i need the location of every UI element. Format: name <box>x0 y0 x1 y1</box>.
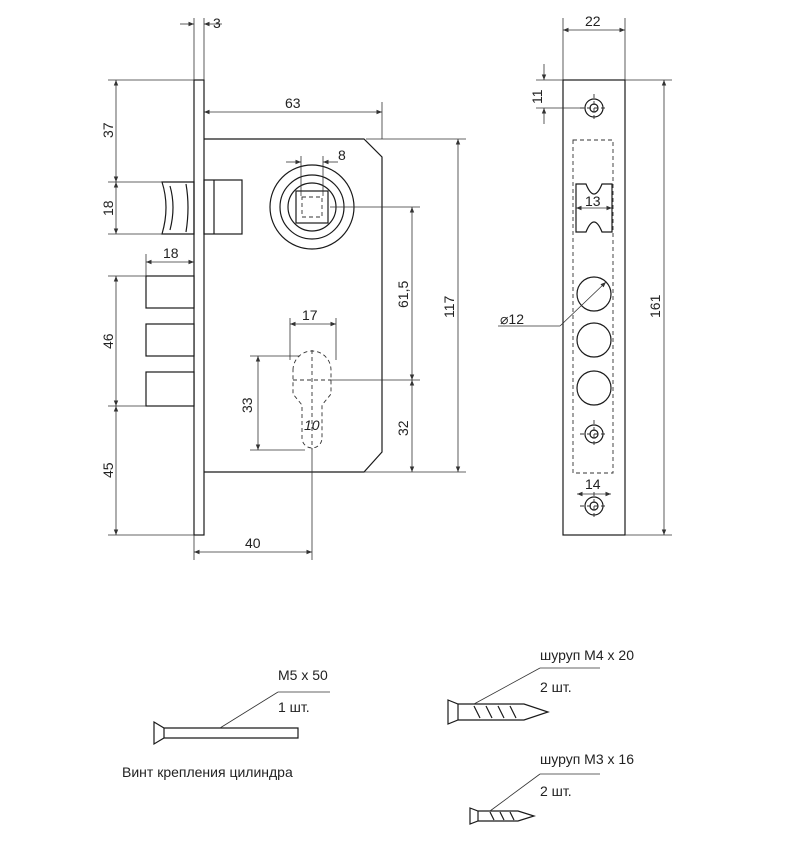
body-outline-dashed <box>572 139 614 474</box>
deadbolt-2 <box>145 323 195 357</box>
faceplate-side <box>562 79 626 536</box>
cylinder-screw: M5 x 50 1 шт. Винт крепления цилиндра <box>122 667 330 780</box>
screw-m4-size: шуруп М4 х 20 <box>540 647 634 663</box>
spindle-square <box>295 190 329 224</box>
dim-3: 3 <box>213 15 221 31</box>
cylinder-profile <box>292 350 332 449</box>
dim-37: 37 <box>100 122 116 138</box>
dim-18-deadbolt: 18 <box>163 245 179 261</box>
dim-46: 46 <box>100 333 116 349</box>
dim-40: 40 <box>245 535 261 551</box>
dim-32: 32 <box>395 420 411 436</box>
dim-10: 10 <box>304 417 320 433</box>
dim-11: 11 <box>529 89 545 104</box>
screw-m3-size: шуруп М3 х 16 <box>540 751 634 767</box>
deadbolt-round-2 <box>576 322 612 358</box>
dim-63: 63 <box>285 95 301 111</box>
screw-m4-qty: 2 шт. <box>540 679 572 695</box>
screw-m4: шуруп М4 х 20 2 шт. <box>447 647 634 725</box>
dim-161: 161 <box>647 294 663 318</box>
deadbolt-round-1 <box>576 276 612 312</box>
latch-bolt <box>161 181 195 235</box>
latch-housing <box>203 179 243 235</box>
screw-m3: шуруп М3 х 16 2 шт. <box>469 751 634 825</box>
dim-33: 33 <box>239 397 255 413</box>
deadbolt-round-3 <box>576 370 612 406</box>
deadbolt-1 <box>145 275 195 309</box>
dim-17: 17 <box>302 307 318 323</box>
dim-61-5: 61,5 <box>395 281 411 308</box>
deadbolt-3 <box>145 371 195 407</box>
dim-8: 8 <box>338 147 346 163</box>
dim-45: 45 <box>100 462 116 478</box>
lock-body <box>204 138 383 473</box>
screw-m3-qty: 2 шт. <box>540 783 572 799</box>
dim-14: 14 <box>585 476 601 492</box>
dim-22: 22 <box>585 13 601 29</box>
cylinder-screw-qty: 1 шт. <box>278 699 310 715</box>
dim-13: 13 <box>585 193 601 209</box>
front-view: 3 63 8 37 18 46 45 18 17 <box>100 15 466 560</box>
side-view: 22 11 13 ⌀12 161 14 <box>498 13 672 536</box>
dim-diameter-12: ⌀12 <box>500 311 524 327</box>
cylinder-screw-size: M5 x 50 <box>278 667 328 683</box>
dim-117: 117 <box>441 295 457 318</box>
latch-opening <box>575 183 613 233</box>
faceplate <box>193 79 205 536</box>
cylinder-screw-caption: Винт крепления цилиндра <box>122 764 293 780</box>
dim-18-latch: 18 <box>100 200 116 216</box>
